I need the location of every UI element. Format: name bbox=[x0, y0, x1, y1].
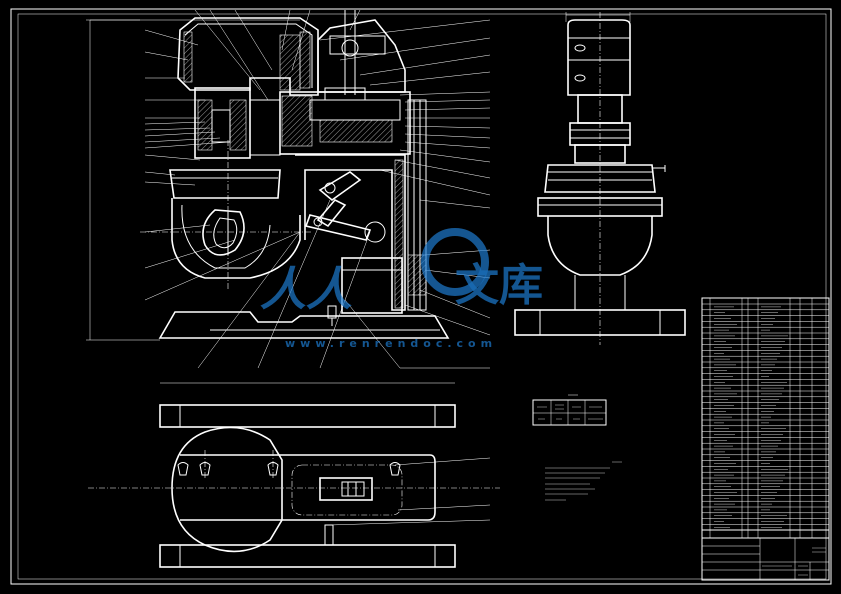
technical-notes bbox=[545, 461, 622, 501]
technical-parameters-table bbox=[532, 394, 607, 426]
watermark-url: www.renrendoc.com bbox=[285, 337, 497, 350]
parts-list bbox=[701, 297, 830, 581]
top-view bbox=[88, 382, 500, 568]
front-section-view bbox=[86, 9, 491, 369]
title-block bbox=[701, 537, 830, 581]
watermark-logo-ring bbox=[421, 228, 489, 296]
watermark-text: 文库 bbox=[455, 260, 543, 311]
watermark-logo-letters: 人人 bbox=[260, 262, 352, 316]
side-view bbox=[514, 12, 686, 345]
drawing-border bbox=[10, 8, 832, 585]
watermark: 人人 文库 www.renrendoc.com bbox=[260, 228, 543, 350]
